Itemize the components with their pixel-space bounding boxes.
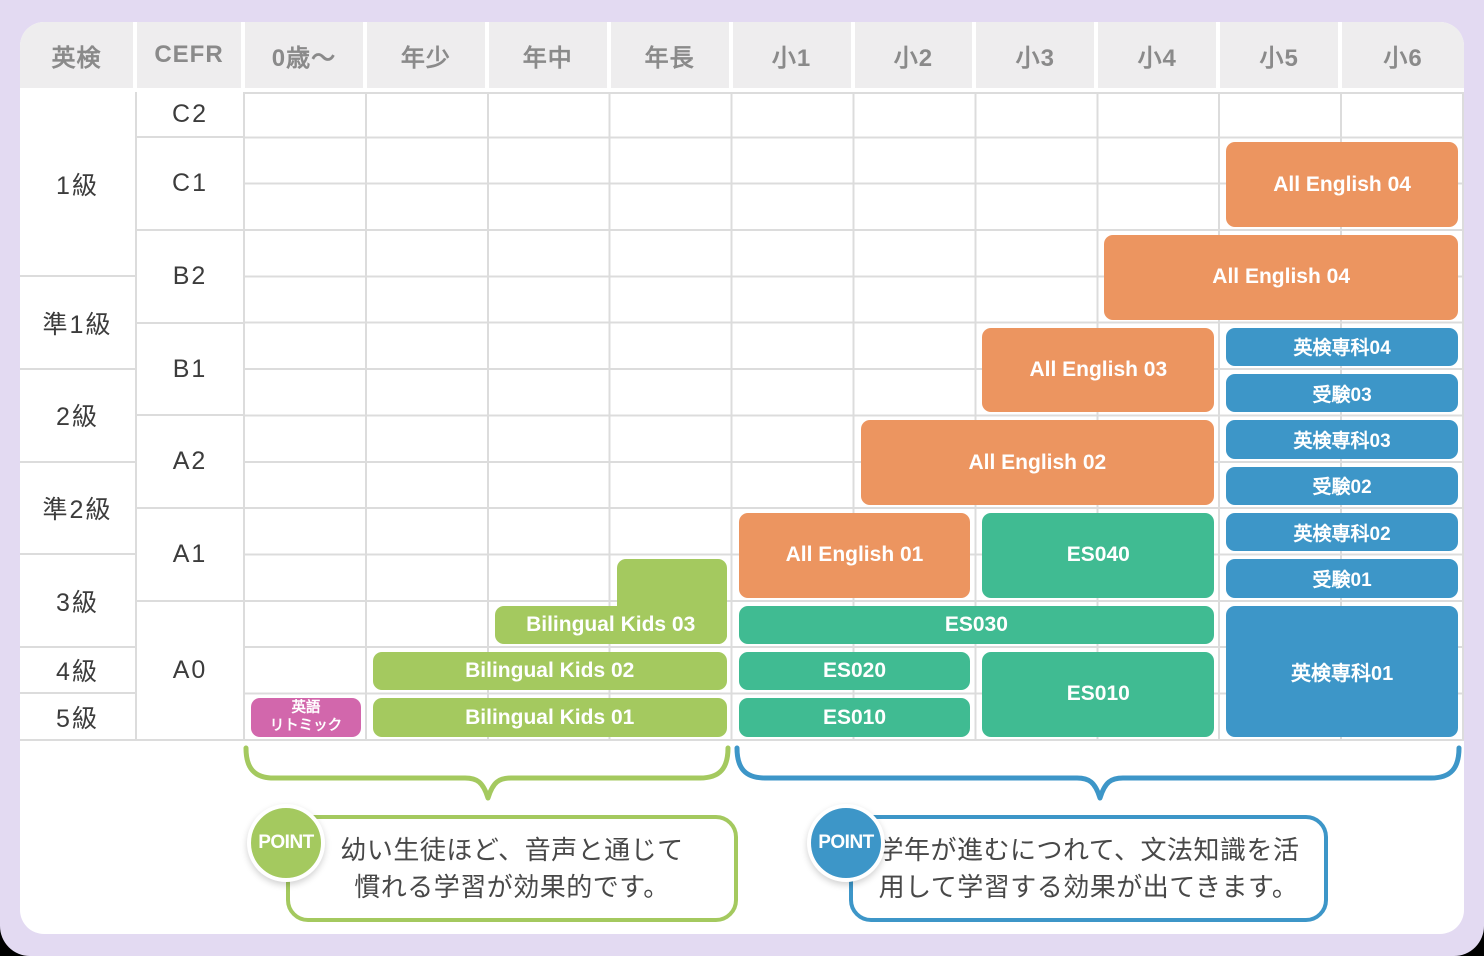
cefr-level-a1: A1 <box>137 509 245 602</box>
course-block-bilingual-kids-01: Bilingual Kids 01 <box>372 698 727 737</box>
course-block-eiken-senka-04: 英検専科04 <box>1226 327 1458 367</box>
course-block-all-english-04-b2: All English 04 <box>1104 235 1458 320</box>
course-block-all-english-04-c1: All English 04 <box>1226 142 1458 228</box>
course-block-eiken-senka-02: 英検専科02 <box>1226 513 1458 552</box>
ritomikku-line2: リトミック <box>269 717 343 734</box>
green-point-bubble: 幼い生徒ほど、音声と通じて 慣れる学習が効果的です。 <box>286 815 738 922</box>
header-cell-sho2: 小2 <box>854 22 977 92</box>
blue-brace <box>734 745 1462 801</box>
curriculum-table: 英検 CEFR 0歳〜 年少 年中 年長 小1 小2 小3 小4 小5 小6 1… <box>20 22 1464 741</box>
eiken-level-5kyu: 5級 <box>20 694 137 741</box>
header-cell-eiken: 英検 <box>20 22 137 92</box>
blue-point-line1: 学年が進むにつれて、文法知識を活 <box>877 834 1300 865</box>
header-cell-nencho: 年長 <box>610 22 733 92</box>
course-block-bilingual-kids-03: Bilingual Kids 03 <box>494 605 727 645</box>
cefr-level-c1: C1 <box>137 138 245 232</box>
course-block-bilingual-kids-02: Bilingual Kids 02 <box>372 652 727 691</box>
course-block-all-english-02: All English 02 <box>860 420 1215 506</box>
blue-point-bubble: 学年が進むにつれて、文法知識を活 用して学習する効果が出てきます。 <box>849 815 1328 922</box>
header-cell-age-0: 0歳〜 <box>245 22 367 92</box>
cefr-level-a2: A2 <box>137 416 245 510</box>
green-point-line2: 慣れる学習が効果的です。 <box>354 871 670 902</box>
cefr-level-b1: B1 <box>137 323 245 417</box>
green-brace <box>243 745 731 801</box>
course-block-es020: ES020 <box>738 652 971 691</box>
course-block-es010-sho12: ES010 <box>738 698 971 737</box>
course-block-all-english-01: All English 01 <box>738 513 971 598</box>
header-cell-sho5: 小5 <box>1220 22 1343 92</box>
blue-point-line2: 用して学習する効果が出てきます。 <box>878 871 1299 902</box>
course-block-eiken-senka-03: 英検専科03 <box>1226 420 1458 459</box>
green-point-line1: 幼い生徒ほど、音声と通じて <box>340 834 684 865</box>
course-block-juken-01: 受験01 <box>1226 559 1458 598</box>
course-block-es030: ES030 <box>738 605 1215 645</box>
cefr-level-c2: C2 <box>137 92 245 139</box>
course-block-juken-03: 受験03 <box>1226 374 1458 413</box>
header-cell-nenchu: 年中 <box>488 22 611 92</box>
eiken-level-jun1kyu: 準1級 <box>20 277 137 371</box>
course-block-es040: ES040 <box>982 513 1215 598</box>
course-block-juken-02: 受験02 <box>1226 466 1458 506</box>
course-block-es010-sho34: ES010 <box>982 652 1215 737</box>
green-point-badge: POINT <box>247 804 325 882</box>
header-cell-sho4: 小4 <box>1098 22 1221 92</box>
blue-point-badge: POINT <box>807 804 885 882</box>
cefr-level-b2: B2 <box>137 231 245 324</box>
eiken-level-jun2kyu: 準2級 <box>20 462 137 556</box>
course-block-eiken-senka-01: 英検専科01 <box>1226 605 1458 737</box>
header-cell-sho1: 小1 <box>732 22 855 92</box>
course-block-all-english-03: All English 03 <box>982 327 1215 413</box>
header-cell-sho6: 小6 <box>1342 22 1464 92</box>
course-block-eigo-ritomikku: 英語 リトミック <box>251 698 361 737</box>
eiken-level-1kyu: 1級 <box>20 92 137 278</box>
header-cell-cefr: CEFR <box>137 22 245 92</box>
eiken-level-3kyu: 3級 <box>20 555 137 649</box>
eiken-level-4kyu: 4級 <box>20 648 137 695</box>
header-cell-sho3: 小3 <box>976 22 1099 92</box>
eiken-level-2kyu: 2級 <box>20 370 137 463</box>
ritomikku-line1: 英語 <box>291 700 321 717</box>
header-cell-nensho: 年少 <box>366 22 489 92</box>
cefr-level-a0: A0 <box>137 601 245 741</box>
